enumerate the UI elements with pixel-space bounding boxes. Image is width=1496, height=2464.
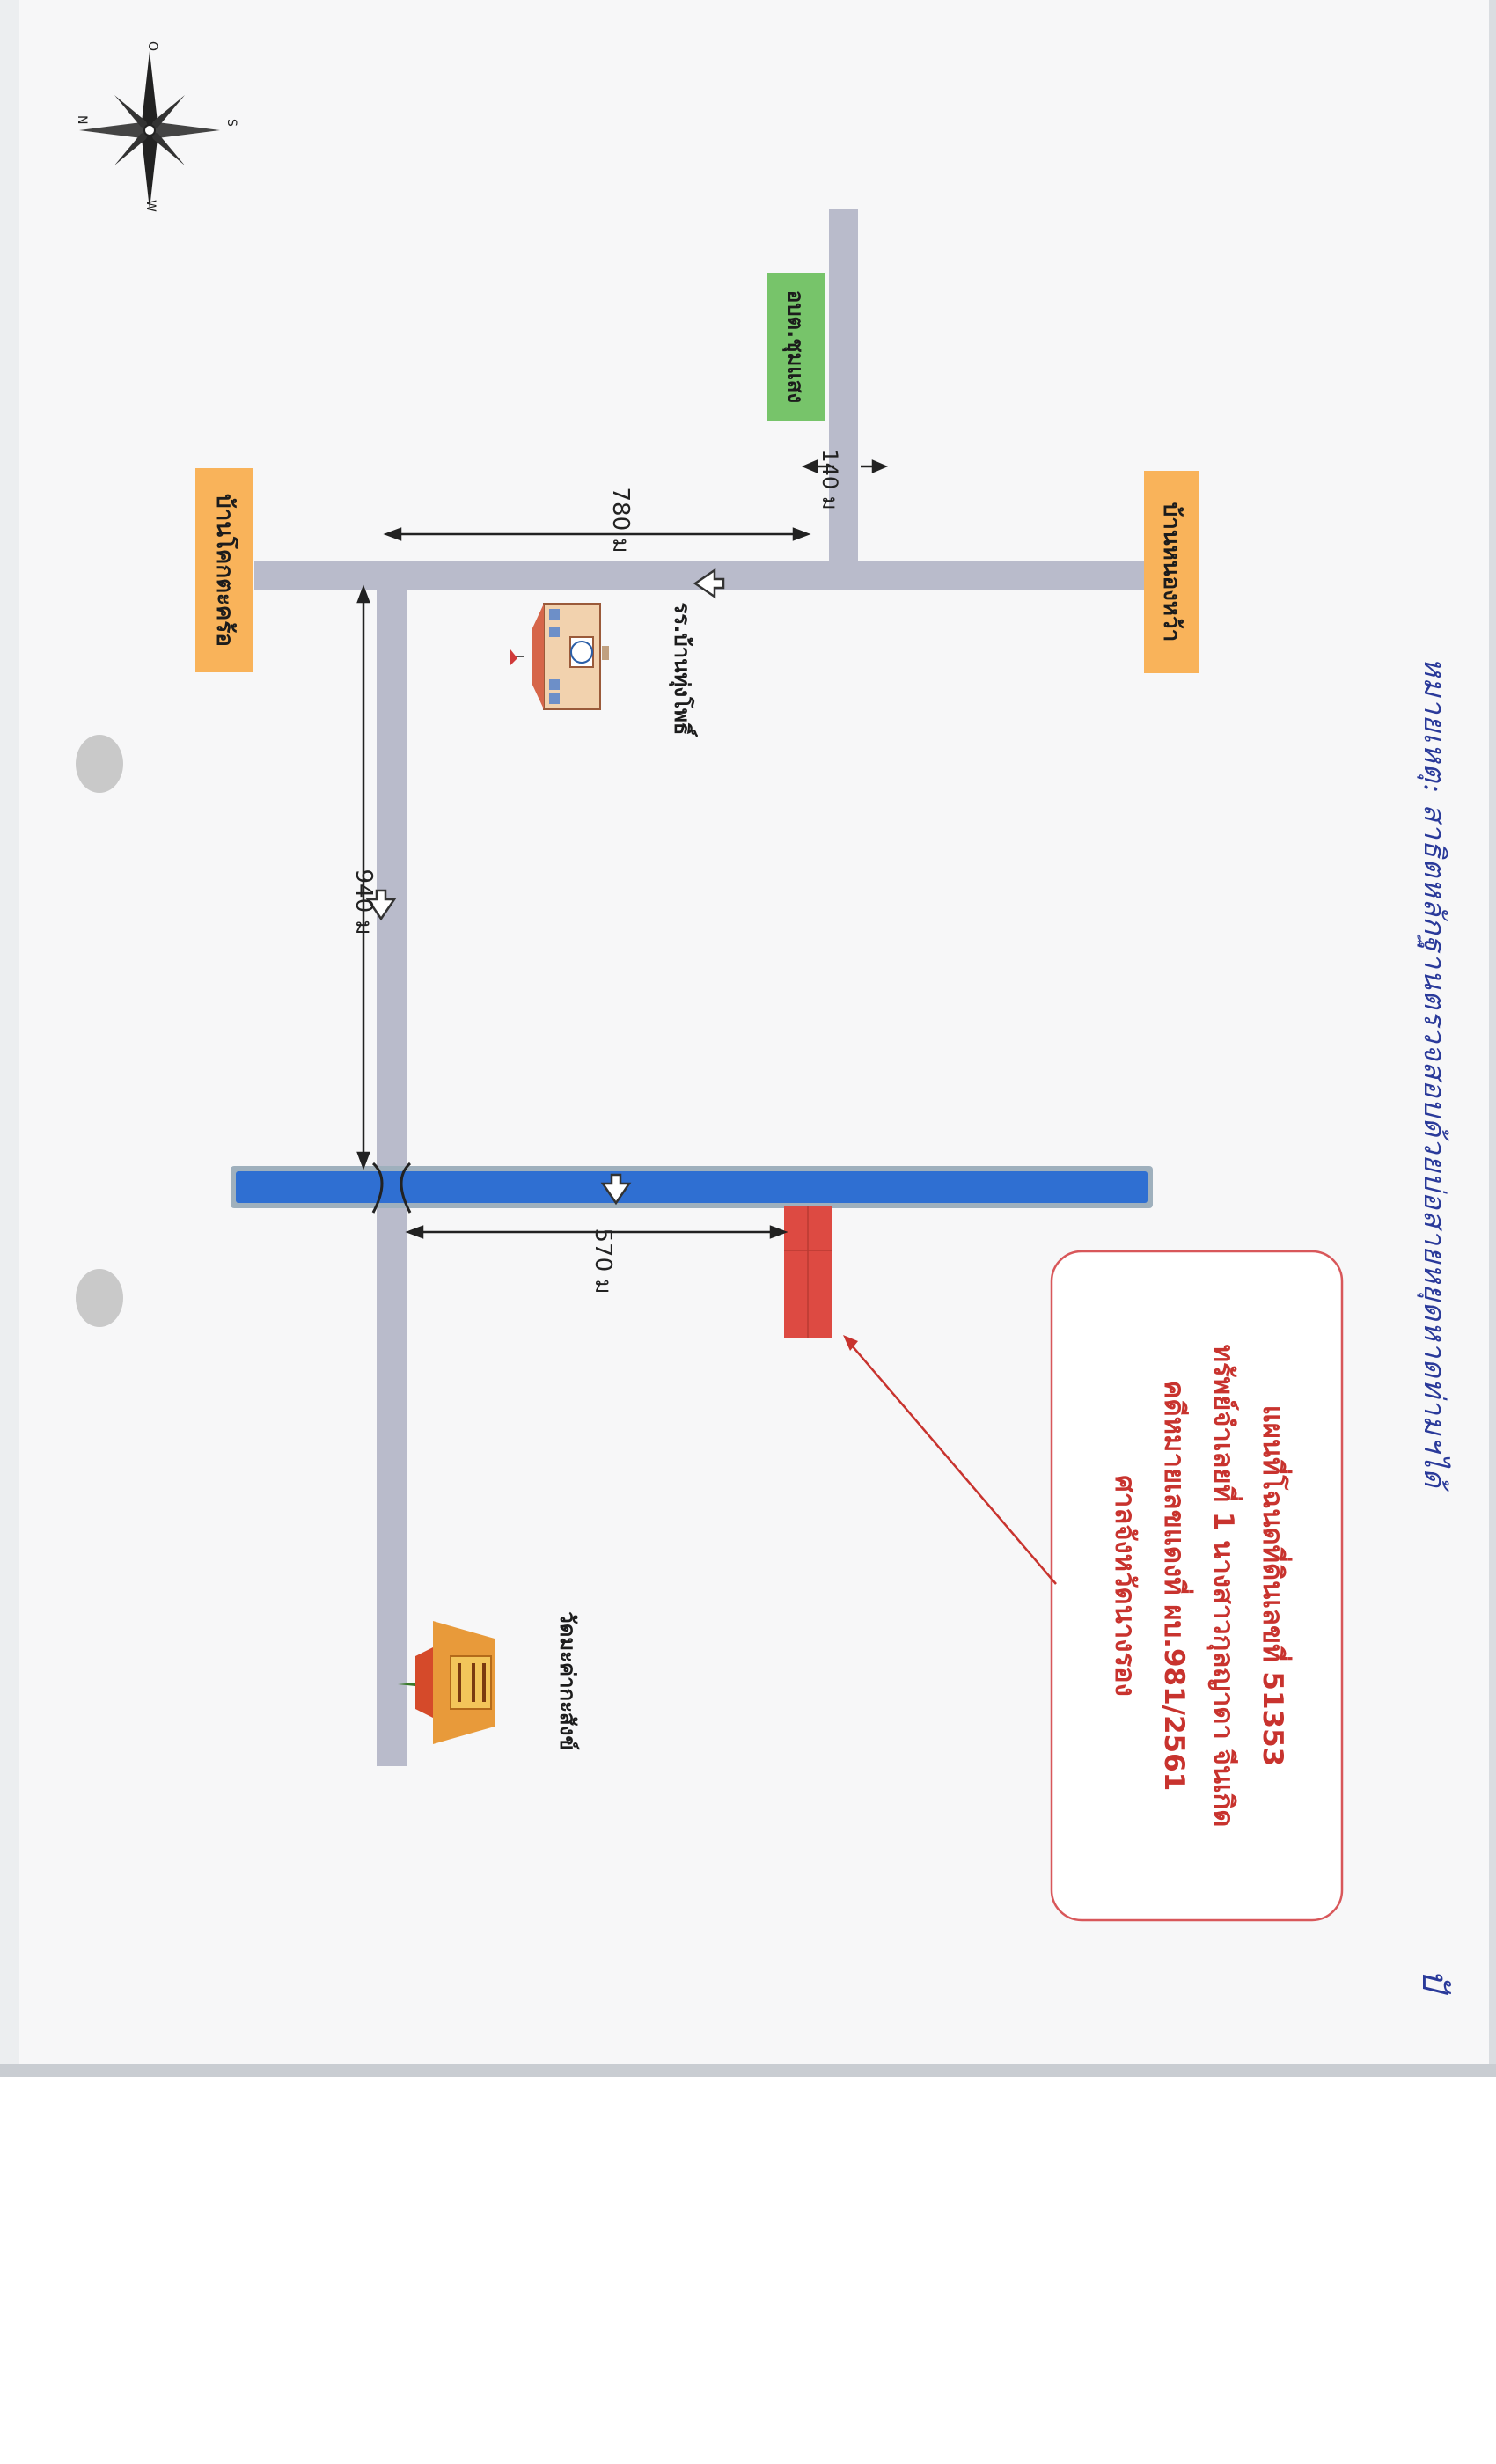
road-east-branch (829, 209, 858, 563)
distance-940: 940 ม (350, 869, 377, 935)
punch-hole (76, 735, 123, 793)
callout-box (1050, 1250, 1344, 1922)
compass-label-n: N (75, 115, 89, 125)
compass-rose-icon (79, 51, 220, 209)
compass-label-w: W (143, 200, 158, 212)
direction-arrows (365, 568, 725, 1206)
direction-arrow-icon (365, 889, 397, 921)
place-box-ban-nong-wa (1144, 471, 1199, 673)
punch-hole (76, 1269, 123, 1327)
direction-arrow-icon (600, 1173, 632, 1206)
callout-court: ศาลจังหวัดนางรอง (1109, 1475, 1140, 1697)
handwritten-mark: ปั (1414, 1969, 1455, 1992)
distance-140: 140 ม (818, 449, 842, 510)
handwritten-note: หมายเหตุ: สาธิตหลักฐานตรวจสอบด้วยบ่อสายห… (1418, 657, 1452, 1488)
river (231, 1166, 1153, 1208)
bridge (371, 1162, 412, 1214)
callout-owner: ทรัพย์จำเลยที่ 1 นางสาวกุลญาดา จีนเกิด (1207, 1344, 1239, 1828)
label-ban-khok-takhro: บ้านโคกตะคร้อ (211, 494, 238, 647)
sheet-right-edge (1489, 0, 1496, 2064)
callout-pointer-head (843, 1335, 858, 1351)
distance-570: 570 ม (590, 1228, 616, 1294)
compass-label-e: O (145, 41, 159, 52)
label-school: รร.บ้านทุ่งโพธิ์ (670, 602, 694, 736)
direction-arrow-icon (693, 568, 725, 599)
place-box-ban-khok-takhro (195, 468, 253, 672)
callout-text: แผนที่โฉนดที่ดินเลขที่ 51353 ทรัพย์จำเลย… (1096, 1251, 1297, 1920)
label-obt-chum-saeng: อบต.ชุมแสง (783, 290, 808, 404)
callout-pointer (846, 1338, 1057, 1585)
place-box-obt-chum-saeng (767, 273, 825, 421)
dimension-lines (356, 459, 889, 1239)
river-water (236, 1171, 1148, 1203)
temple-icon (398, 1621, 495, 1744)
compass-label-s: S (224, 119, 238, 127)
sheet-left-edge (0, 0, 19, 2064)
callout-case-number: คดีหมายเลขแดงที่ ผบ.981/2561 (1158, 1380, 1190, 1792)
label-ban-nong-wa: บ้านหนองหว้า (1158, 502, 1184, 642)
label-temple: วัดมะค่ากะสังข์ (555, 1611, 580, 1750)
school-icon (510, 603, 609, 710)
scanned-sheet (0, 0, 1496, 2077)
distance-780: 780 ม (607, 487, 634, 554)
location-map (76, 51, 1344, 1922)
callout-title: แผนที่โฉนดที่ดินเลขที่ 51353 (1257, 1404, 1288, 1767)
